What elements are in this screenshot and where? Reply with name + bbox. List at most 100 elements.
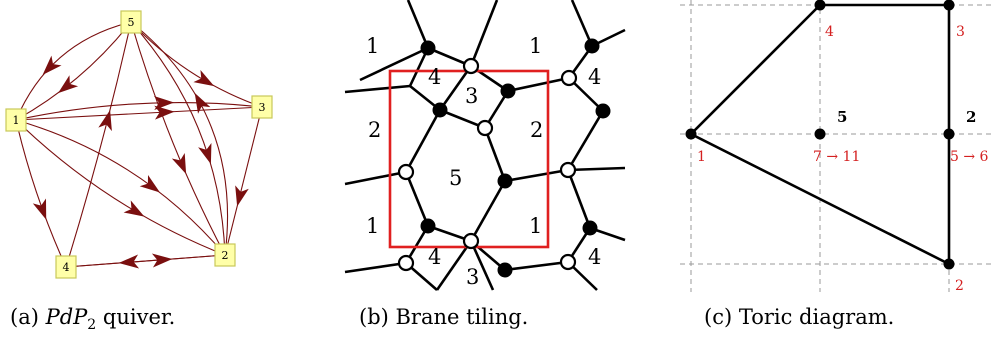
quiver-arrowhead xyxy=(235,185,249,207)
face-label: 4 xyxy=(428,245,441,269)
toric-point xyxy=(685,128,697,140)
quiver-node-label: 3 xyxy=(259,101,266,114)
white-node xyxy=(559,253,577,271)
quiver-arrowhead xyxy=(118,254,140,269)
tiling-white-nodes xyxy=(397,57,578,272)
quiver-edge xyxy=(15,21,132,121)
toric-points xyxy=(685,0,955,270)
black-node xyxy=(595,103,611,119)
white-node xyxy=(560,69,578,87)
quiver-edge xyxy=(15,119,226,256)
quiver-edge xyxy=(130,21,226,256)
face-label: 2 xyxy=(530,118,543,142)
quiver-edge xyxy=(130,21,226,256)
toric-multiplicity-labels: 5 2 xyxy=(837,108,976,126)
quiver-arrowhead xyxy=(171,153,187,175)
quiver-node: 1 xyxy=(5,108,27,132)
quiver-node: 4 xyxy=(55,255,77,279)
toric-point-label: 2 xyxy=(955,278,964,294)
quiver-arrowheads xyxy=(32,55,249,269)
quiver-node-box xyxy=(55,255,77,279)
toric-point-label: 5 → 6 xyxy=(950,149,989,165)
quiver-arrowhead xyxy=(154,105,175,120)
toric-point-label: 4 xyxy=(825,24,834,40)
toric-multiplicity-label: 5 xyxy=(837,108,847,126)
toric-point-label: 7 → 11 xyxy=(813,149,860,165)
quiver-node-box xyxy=(214,243,236,267)
quiver-node-label: 4 xyxy=(63,261,70,274)
caption-a-prefix: (a) xyxy=(10,305,46,329)
caption-b: (b) Brane tiling. xyxy=(359,305,529,329)
face-label: 1 xyxy=(529,34,542,58)
quiver-arrowhead xyxy=(58,75,79,94)
black-node xyxy=(420,40,436,56)
quiver-edge xyxy=(15,119,226,256)
caption-c: (c) Toric diagram. xyxy=(704,305,895,329)
toric-point-label: 1 xyxy=(697,149,706,165)
toric-point xyxy=(943,0,955,11)
quiver-edge xyxy=(65,254,226,268)
face-label: 1 xyxy=(366,214,379,238)
quiver-node-label: 2 xyxy=(222,249,229,262)
quiver-edge xyxy=(15,102,263,121)
face-label: 1 xyxy=(529,214,542,238)
quiver-arrowhead xyxy=(151,253,173,268)
toric-point-labels: 4 3 1 7 → 11 5 → 6 2 xyxy=(697,24,989,294)
quiver-edge xyxy=(65,21,132,268)
quiver-node-box xyxy=(5,108,27,132)
quiver-edge xyxy=(15,106,263,121)
face-label: 4 xyxy=(588,245,601,269)
quiver-node: 5 xyxy=(120,10,142,34)
toric-point xyxy=(943,128,955,140)
white-node xyxy=(462,57,480,75)
quiver-arrowhead xyxy=(139,174,160,193)
black-node xyxy=(584,38,600,54)
quiver-diagram: 1 2 3 4 5 xyxy=(5,10,273,279)
caption-a-subscript: 2 xyxy=(87,317,97,334)
quiver-nodes: 1 2 3 4 5 xyxy=(5,10,273,279)
black-node xyxy=(420,218,436,234)
black-node xyxy=(497,262,513,278)
brane-tiling: 1 1 4 4 3 2 2 5 1 1 4 4 3 xyxy=(344,0,626,291)
quiver-node-label: 5 xyxy=(128,16,135,29)
quiver-edges xyxy=(15,21,263,268)
caption-a-suffix: quiver. xyxy=(96,305,176,329)
white-node xyxy=(397,254,415,272)
tiling-face-labels: 1 1 4 4 3 2 2 5 1 1 4 4 3 xyxy=(366,34,601,289)
face-label: 4 xyxy=(428,65,441,89)
toric-point xyxy=(814,0,826,11)
toric-point xyxy=(943,258,955,270)
white-node xyxy=(476,119,494,137)
quiver-arrowhead xyxy=(123,200,145,217)
toric-diagram: 4 3 1 7 → 11 5 → 6 2 5 2 xyxy=(680,0,995,294)
face-label: 3 xyxy=(465,84,478,108)
face-label: 4 xyxy=(588,65,601,89)
face-label: 3 xyxy=(466,265,479,289)
quiver-edge xyxy=(15,21,132,121)
white-node xyxy=(462,232,480,250)
face-label: 5 xyxy=(449,166,462,190)
black-node xyxy=(582,220,598,236)
quiver-edge xyxy=(130,21,229,256)
face-label: 2 xyxy=(368,118,381,142)
white-node xyxy=(559,161,577,179)
quiver-arrowhead xyxy=(193,69,215,87)
quiver-edge xyxy=(15,119,67,268)
toric-multiplicity-label: 2 xyxy=(966,108,976,126)
quiver-arrowhead xyxy=(42,55,62,75)
quiver-node-label: 1 xyxy=(13,114,20,127)
quiver-arrowhead xyxy=(153,95,175,110)
black-node xyxy=(497,173,513,189)
white-node xyxy=(397,163,415,181)
quiver-node: 2 xyxy=(214,243,236,267)
tiling-black-nodes xyxy=(420,38,611,278)
face-label: 1 xyxy=(366,34,379,58)
quiver-node-box xyxy=(251,95,273,119)
black-node xyxy=(500,83,516,99)
caption-a: (a) PdP2 quiver. xyxy=(10,305,175,333)
quiver-arrowhead xyxy=(198,142,212,165)
caption-a-math: PdP xyxy=(45,305,88,329)
black-node xyxy=(432,102,448,118)
quiver-arrowhead xyxy=(98,109,112,132)
